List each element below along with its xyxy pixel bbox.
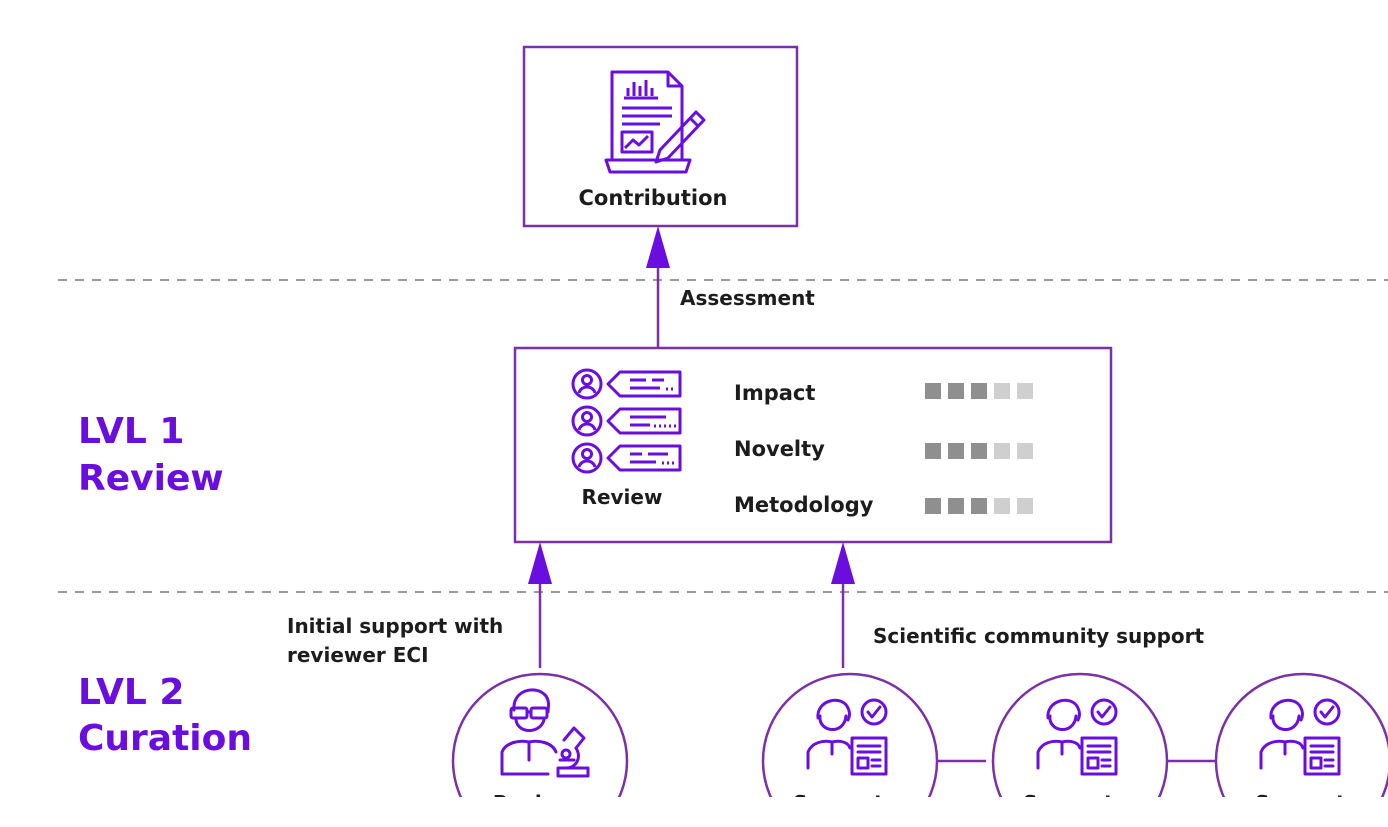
supporter-node-3: Supporter: [1214, 672, 1388, 815]
supporter-node-1: Supporter: [761, 672, 939, 815]
rating-square-1-2: [948, 383, 964, 399]
supporter-circle-3: [1214, 672, 1388, 797]
rating-square-2-4: [994, 443, 1010, 459]
scientist-microscope-icon: [500, 688, 590, 778]
reviewer-node: Reviewer: [451, 672, 629, 815]
review-node: Review Impact Novelty Metodology: [513, 346, 1113, 544]
community-support-label: Scientific community support: [873, 624, 1205, 648]
criterion-impact: Impact: [734, 381, 815, 405]
rating-square-1-3: [971, 383, 987, 399]
reviewer-label: Reviewer: [493, 791, 597, 815]
supporter-node-2: Supporter: [991, 672, 1169, 815]
supporter-check-icon: [1259, 698, 1341, 776]
contribution-box: [522, 45, 799, 228]
level-2-title: LVL 2: [78, 672, 184, 713]
supporter-circle-1: [761, 672, 939, 797]
rating-square-1-1: [925, 383, 941, 399]
contribution-label: Contribution: [579, 186, 728, 210]
supporter-check-icon: [806, 698, 888, 776]
supporter-label-2: Supporter: [1023, 791, 1137, 815]
initial-support-label-line2: reviewer ECI: [287, 643, 429, 667]
level-2-subtitle: Curation: [78, 718, 252, 759]
assessment-arrowhead: [646, 226, 670, 268]
review-box: [513, 346, 1113, 544]
reviewer-circle: [451, 672, 629, 797]
rating-square-2-1: [925, 443, 941, 459]
criterion-methodology: Metodology: [734, 493, 874, 517]
document-chart-pencil-icon: [604, 70, 706, 174]
initial-support-label-line1: Initial support with: [287, 614, 503, 638]
supporter-check-icon: [1036, 698, 1118, 776]
review-label: Review: [582, 485, 663, 509]
rating-square-3-2: [948, 498, 964, 514]
supporter-label-3: Supporter: [1255, 791, 1369, 815]
review-ratings: [925, 383, 1033, 514]
rating-square-1-5: [1017, 383, 1033, 399]
contribution-node: Contribution: [522, 45, 799, 228]
reviewers-comments-icon: [571, 368, 682, 474]
rating-square-2-2: [948, 443, 964, 459]
initial-support-arrowhead: [528, 542, 552, 584]
rating-square-2-3: [971, 443, 987, 459]
criterion-novelty: Novelty: [734, 437, 825, 461]
community-support-arrowhead: [831, 542, 855, 584]
level-1-title: LVL 1: [78, 411, 184, 452]
rating-square-3-4: [994, 498, 1010, 514]
rating-square-3-1: [925, 498, 941, 514]
supporter-circle-2: [991, 672, 1169, 797]
rating-square-3-5: [1017, 498, 1033, 514]
rating-square-1-4: [994, 383, 1010, 399]
rating-square-2-5: [1017, 443, 1033, 459]
supporter-label-1: Supporter: [793, 791, 907, 815]
level-1-subtitle: Review: [78, 458, 224, 499]
assessment-label: Assessment: [680, 286, 815, 310]
rating-square-3-3: [971, 498, 987, 514]
